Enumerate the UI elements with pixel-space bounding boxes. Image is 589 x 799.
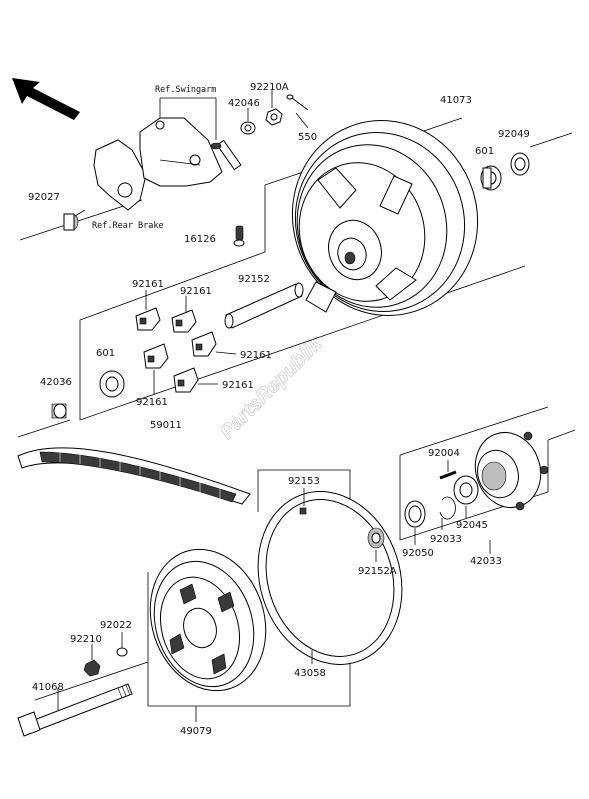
label-92210A: 92210A [250,82,289,93]
ref-rear-brake-label: Ref.Rear Brake [92,221,164,231]
label-16126: 16126 [184,234,216,245]
washer-42046 [240,121,256,135]
bearing-601-top [480,165,502,191]
lower-assembly-frame [34,406,576,707]
label-92004: 92004 [428,448,460,459]
drive-belt-59011 [17,447,251,505]
label-41073: 41073 [440,95,472,106]
reference-labels: Ref.Swingarm Ref.Rear Brake [92,85,216,231]
damper-2 [171,309,197,333]
label-43058: 43058 [294,668,326,679]
nut-92210A [265,108,283,126]
bearing-92045 [453,475,479,505]
label-92045: 92045 [456,520,488,531]
label-92161-b: 92161 [180,286,212,297]
label-601-top: 601 [475,146,494,157]
damper-5 [173,367,199,393]
label-42036: 42036 [40,377,72,388]
collar-92027 [63,213,79,231]
label-92049: 92049 [498,129,530,140]
label-92161-c: 92161 [240,350,272,361]
label-92033: 92033 [430,534,462,545]
label-92153: 92153 [288,476,320,487]
circlip-92033 [439,496,456,520]
label-92050: 92050 [402,548,434,559]
part-number-labels: 92210A 42046 550 41073 92027 92049 601 1… [28,82,530,737]
oil-seal-92049 [510,152,530,176]
label-92161-e: 92161 [222,380,254,391]
hub-42033 [474,431,549,511]
nut-92210 [83,659,101,677]
brake-caliper-bracket [93,117,223,211]
label-49079: 49079 [180,726,212,737]
bearing-601-left [99,370,125,398]
pulley-49079 [149,548,267,692]
upper-leaders [74,90,309,217]
gasket-43058 [257,491,403,665]
washer-92022 [116,647,128,657]
damper-4 [143,343,169,369]
pin-92004 [439,470,457,480]
label-59011: 59011 [150,420,182,431]
upper-assembly-frame [17,117,573,438]
label-92022: 92022 [100,620,132,631]
collar-92152A [367,527,385,549]
bracket-bolt [210,139,242,171]
rear-wheel-41073 [291,120,479,316]
label-550: 550 [298,132,317,143]
cotter-pin-550 [286,94,309,111]
damper-1 [135,307,161,331]
collar-42036 [51,403,67,419]
sleeve-92152 [224,282,304,329]
label-42046: 42046 [228,98,260,109]
axle-41068 [17,683,133,737]
bolt-92153 [299,507,307,515]
direction-arrow-icon [12,78,80,120]
damper-3 [191,331,217,357]
label-92027: 92027 [28,192,60,203]
label-92152A: 92152A [358,566,397,577]
damper-group-92161 [135,307,217,393]
label-92161-d: 92161 [136,397,168,408]
valve-16126 [233,225,245,247]
label-42033: 42033 [470,556,502,567]
label-601-left: 601 [96,348,115,359]
label-92152: 92152 [238,274,270,285]
lower-leaders [57,460,491,722]
label-92161-a: 92161 [132,279,164,290]
label-92210: 92210 [70,634,102,645]
seal-92050 [404,500,426,528]
ref-swingarm-label: Ref.Swingarm [155,85,216,95]
label-41068: 41068 [32,682,64,693]
damper-leaders [145,290,237,394]
